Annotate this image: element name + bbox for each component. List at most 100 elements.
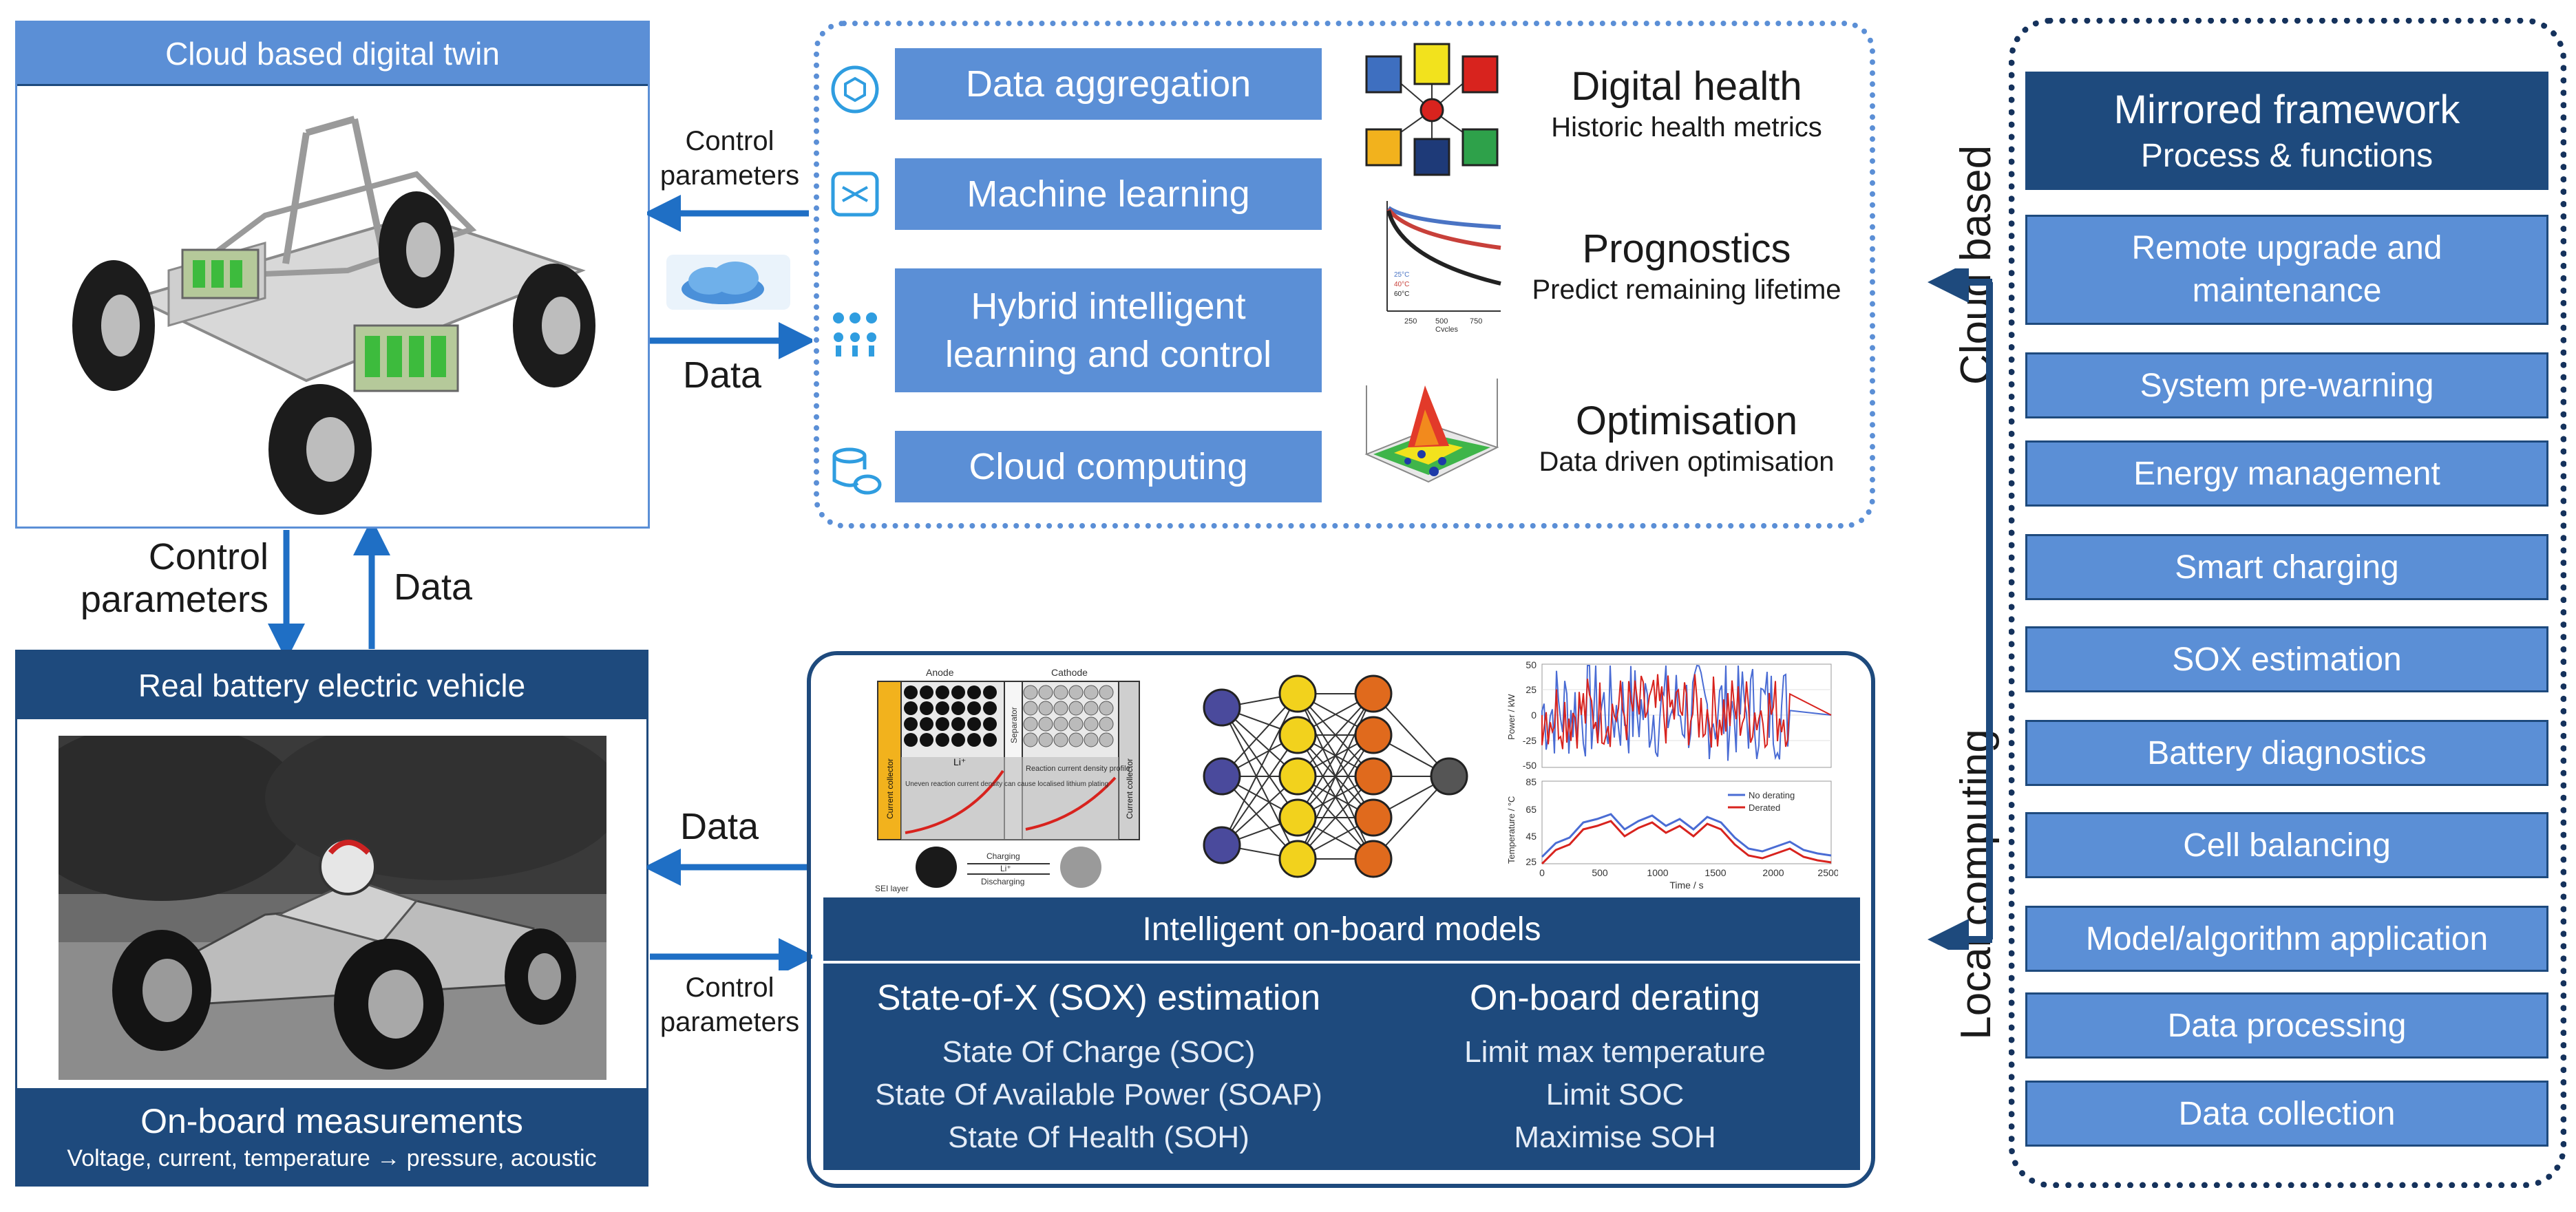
output-title: Prognostics — [1582, 226, 1791, 271]
onboard-measurements-subtitle: Voltage, current, temperature → pressure… — [67, 1145, 597, 1171]
twin-cloud-arrows — [647, 195, 812, 359]
cathode-particle — [1053, 716, 1068, 732]
mirrored-framework-panel — [2009, 18, 2566, 1188]
x-tick: 0 — [1539, 867, 1545, 878]
anode-particle — [951, 685, 965, 699]
framework-item: Cell balancing — [2025, 812, 2548, 878]
anode-particle — [967, 701, 981, 715]
anode-particle — [904, 717, 918, 731]
prognostics-legend: 25°C — [1394, 271, 1409, 279]
nn-node — [1278, 674, 1317, 713]
cathode-particle — [1068, 732, 1084, 747]
nn-link — [1221, 707, 1298, 860]
nn-node — [1354, 798, 1393, 837]
output-subtitle: Predict remaining lifetime — [1532, 275, 1841, 305]
race-car-photo — [59, 736, 606, 1080]
ev-onboard-arrows — [647, 849, 812, 970]
sox-estimation-column: State-of-X (SOX) estimation State Of Cha… — [823, 977, 1374, 1159]
nn-node — [1278, 840, 1317, 878]
derating-item: Limit max temperature — [1464, 1035, 1766, 1069]
anode-particle — [983, 717, 997, 731]
nn-link — [1221, 693, 1298, 846]
framework-subtitle: Process & functions — [2140, 138, 2434, 174]
cathode-label: Cathode — [1051, 667, 1088, 678]
temp-ylabel: Temperature / °C — [1506, 796, 1517, 864]
nn-node — [1278, 716, 1317, 754]
sei-layer-label: SEI layer — [875, 884, 909, 893]
nn-node — [1354, 716, 1393, 754]
anode-particle — [983, 701, 997, 715]
x-tick: 1000 — [1647, 867, 1668, 878]
onboard-measurements-title: On-board measurements — [140, 1101, 523, 1140]
data-aggregation-icon — [831, 65, 879, 114]
database-cloud-icon — [832, 447, 882, 495]
nn-node — [1430, 757, 1468, 796]
sox-title: State-of-X (SOX) estimation — [876, 978, 1321, 1018]
neural-network-diagram — [1203, 674, 1468, 878]
temp-tick: 45 — [1525, 831, 1537, 842]
nn-node — [1203, 688, 1241, 727]
cathode-particle — [1099, 685, 1114, 700]
power-tick: -25 — [1523, 735, 1537, 746]
sox-item: State Of Available Power (SOAP) — [875, 1078, 1322, 1112]
temp-tick: 25 — [1525, 856, 1537, 867]
anode-particle — [936, 701, 949, 715]
cathode-particle — [1023, 716, 1038, 732]
power-tick: 25 — [1525, 684, 1537, 695]
cloud-service-item: Hybrid intelligent learning and control — [895, 268, 1322, 392]
cloud-service-item: Cloud computing — [895, 431, 1322, 502]
anode-particle — [920, 717, 933, 731]
cathode-particle — [1038, 685, 1053, 700]
x-axis-label: Time / s — [1669, 880, 1703, 891]
cathode-particle — [1038, 732, 1053, 747]
onboard-models-title: Intelligent on-board models — [823, 897, 1860, 961]
reaction-profile-label: Reaction current density profile — [1026, 765, 1130, 773]
cathode-particle — [1023, 732, 1038, 747]
cathode-particle — [1068, 685, 1084, 700]
current-collector-label: Current collector — [885, 758, 895, 819]
drive-cycle-chart: 50 25 0 -25 -50 85 65 45 25 Power / kW T… — [1506, 659, 1838, 891]
machine-learning-icon — [831, 171, 879, 217]
framework-item: Data processing — [2025, 992, 2548, 1059]
nn-link — [1297, 693, 1374, 818]
framework-item: Remote upgrade and maintenance — [2025, 215, 2548, 325]
onboard-models-body: State-of-X (SOX) estimation State Of Cha… — [823, 964, 1860, 1170]
cathode-particle — [1099, 732, 1114, 747]
x-tick: 1500 — [1704, 867, 1726, 878]
output-title: Digital health — [1571, 64, 1802, 109]
twin-to-ev-label: Control parameters — [80, 536, 268, 620]
anode-particle — [904, 701, 918, 715]
framework-item: SOX estimation — [2025, 626, 2548, 692]
cathode-particle — [1084, 701, 1099, 716]
framework-item: Data collection — [2025, 1081, 2548, 1147]
cathode-particle — [1084, 716, 1099, 732]
real-ev-title: Real battery electric vehicle — [17, 652, 646, 719]
derating-title: On-board derating — [1469, 978, 1761, 1018]
anode-particle — [936, 733, 949, 747]
drive-legend-item: No derating — [1749, 790, 1795, 800]
anode-particle — [967, 733, 981, 747]
framework-item: Energy management — [2025, 440, 2548, 507]
framework-item: Battery diagnostics — [2025, 720, 2548, 786]
power-ylabel: Power / kW — [1506, 694, 1517, 740]
chassis-render-image — [72, 116, 595, 515]
onboard-to-ev-label: Data — [680, 806, 759, 847]
anode-particle — [967, 685, 981, 699]
separator-label: Separator — [1009, 707, 1019, 743]
cloud-service-list: Data aggregation Machine learning Hybrid… — [826, 41, 1329, 509]
network-icon — [833, 312, 877, 357]
twin-to-cloud-label: Data — [683, 354, 762, 396]
power-tick: 50 — [1525, 659, 1537, 670]
anode-particle — [904, 733, 918, 747]
x-tick: 2500 — [1817, 867, 1838, 878]
framework-item: Model/algorithm application — [2025, 906, 2548, 972]
prognostics-legend: 40°C — [1394, 281, 1409, 288]
cathode-particle — [1099, 716, 1114, 732]
prognostics-xlabel: Cycles — [1435, 326, 1459, 332]
charging-label: Charging — [986, 851, 1020, 861]
output-subtitle: Data driven optimisation — [1539, 447, 1835, 477]
cathode-particle — [1053, 701, 1068, 716]
li-ion-label: Li⁺ — [953, 756, 966, 767]
optimisation-surface-plot — [1364, 379, 1499, 483]
anode-particle — [967, 717, 981, 731]
